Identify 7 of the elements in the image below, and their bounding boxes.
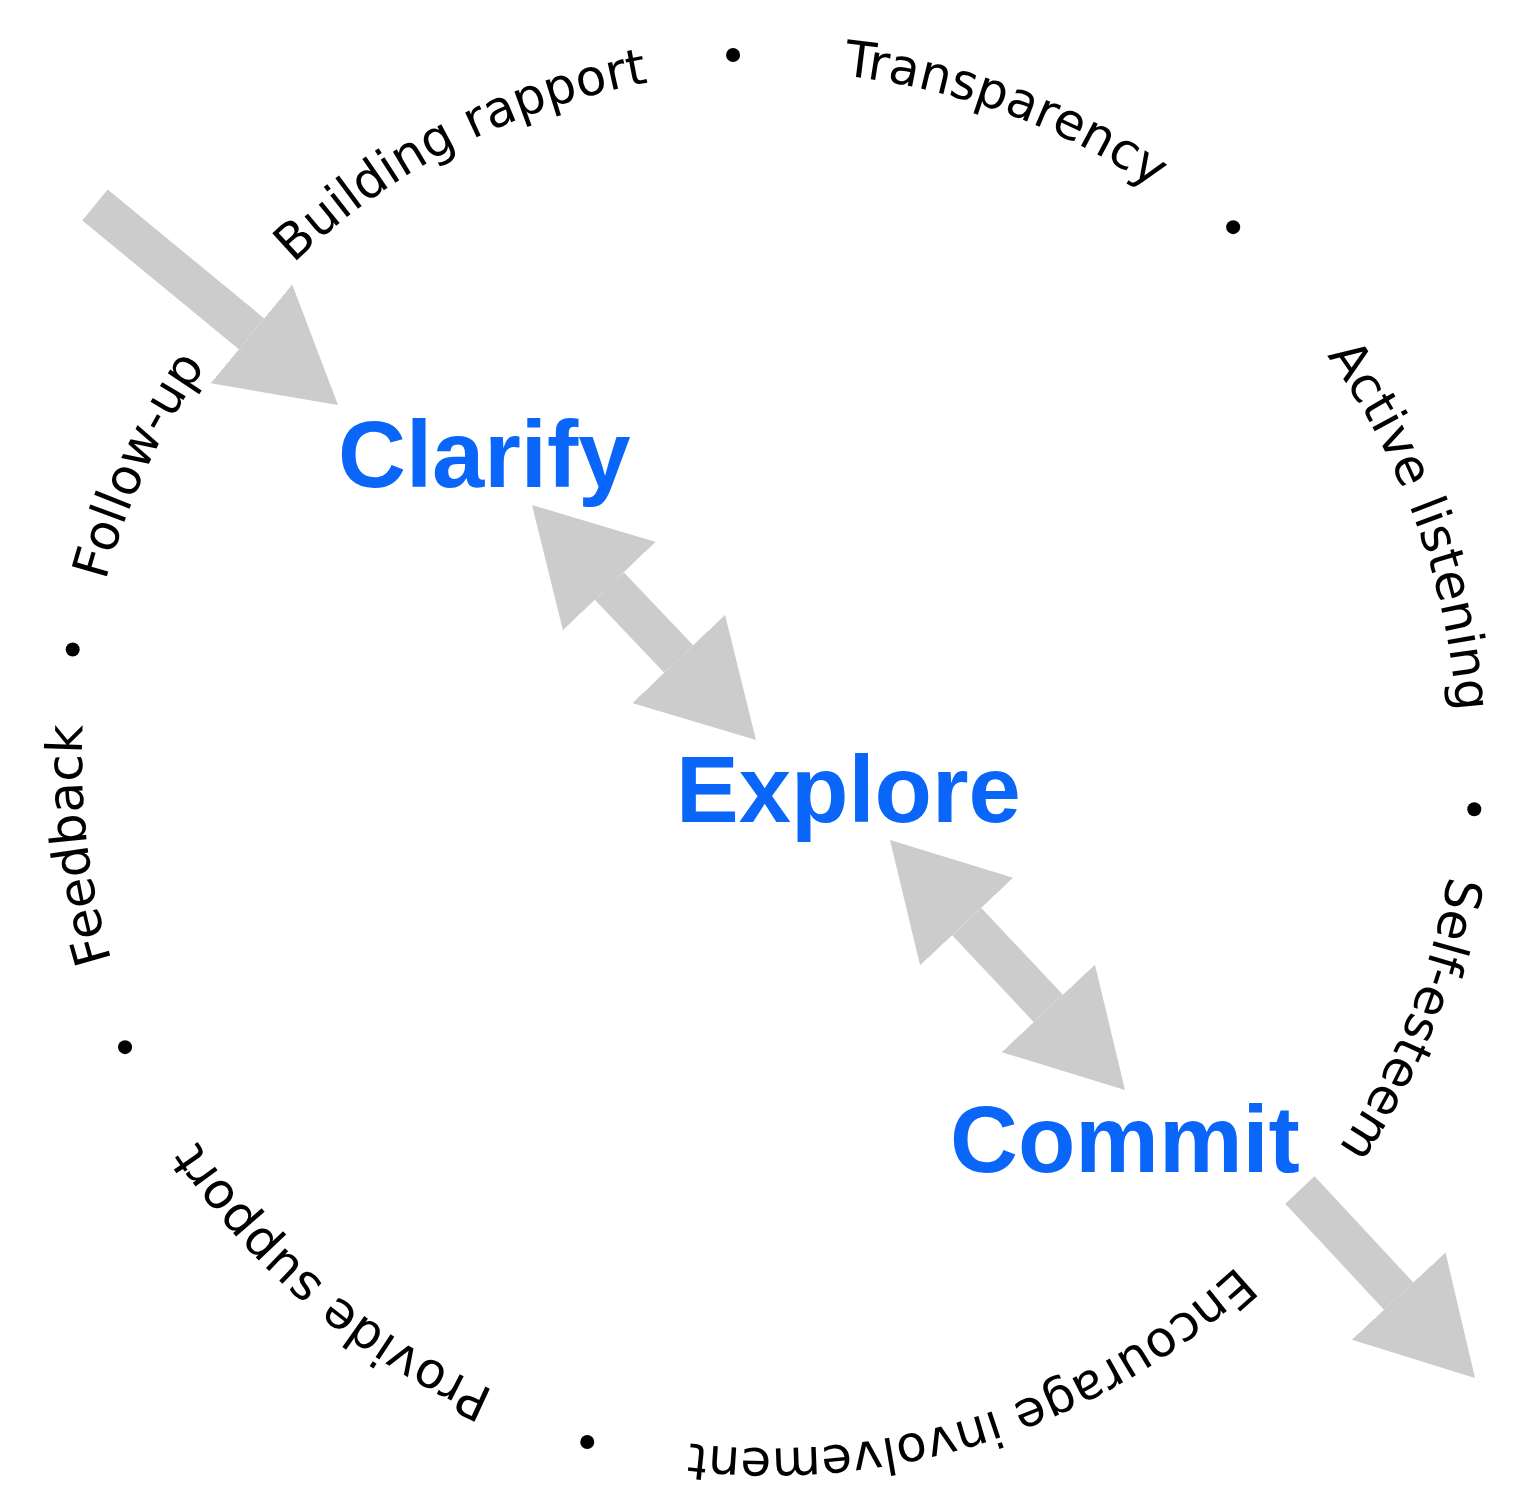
block-arrow (890, 840, 1125, 1090)
stage-label: Clarify (338, 405, 631, 505)
stage-label: Commit (950, 1090, 1300, 1190)
stage-label: Explore (676, 740, 1021, 840)
block-arrow (532, 505, 756, 740)
block-arrow (82, 189, 338, 405)
block-arrow (1285, 1176, 1475, 1378)
